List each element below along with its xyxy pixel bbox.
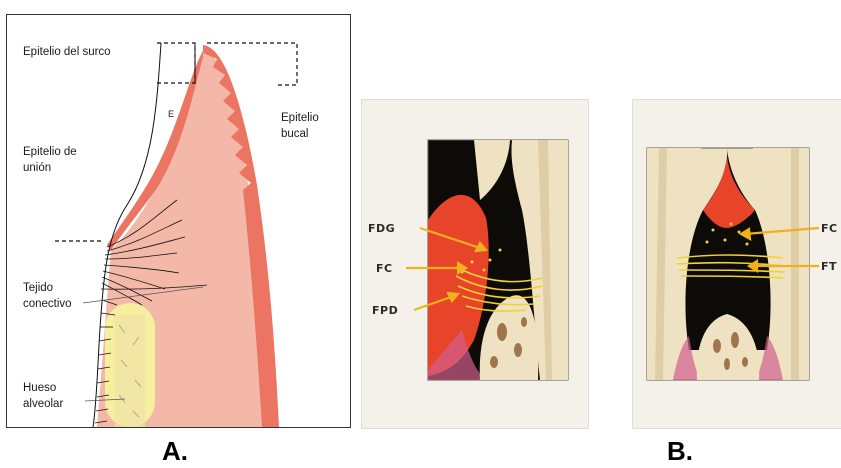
label-fpd: FPD xyxy=(372,304,398,317)
label-junctional-epithelium-line1: Epitelio de xyxy=(23,145,77,160)
panel-b-right-photo: FC FT xyxy=(633,100,841,428)
label-oral-epithelium-line1: Epitelio xyxy=(281,111,319,126)
panel-a-illustration xyxy=(7,15,350,427)
panel-b-left-illustration xyxy=(362,100,588,428)
label-alveolar-bone-line2: alveolar xyxy=(23,397,63,412)
label-e-marker: E xyxy=(168,107,174,122)
label-fc-left: FC xyxy=(376,262,393,275)
label-connective-tissue-line1: Tejido xyxy=(23,281,53,296)
label-alveolar-bone-line1: Hueso xyxy=(23,381,56,396)
label-sulcular-epithelium: Epitelio del surco xyxy=(23,45,111,60)
label-oral-epithelium-line2: bucal xyxy=(281,127,309,142)
panel-letter-b: B. xyxy=(667,436,693,467)
label-junctional-epithelium-line2: unión xyxy=(23,161,51,176)
label-fc-right: FC xyxy=(821,222,838,235)
panel-a-gingiva-diagram: Epitelio del surco E Epitelio bucal Epit… xyxy=(6,14,351,428)
label-connective-tissue-line2: conectivo xyxy=(23,297,72,312)
panel-letter-a: A. xyxy=(162,436,188,467)
label-fdg: FDG xyxy=(368,222,395,235)
panel-b-right-illustration xyxy=(633,100,841,428)
panel-b-left-photo: FDG FC FPD xyxy=(362,100,588,428)
label-ft: FT xyxy=(821,260,837,273)
